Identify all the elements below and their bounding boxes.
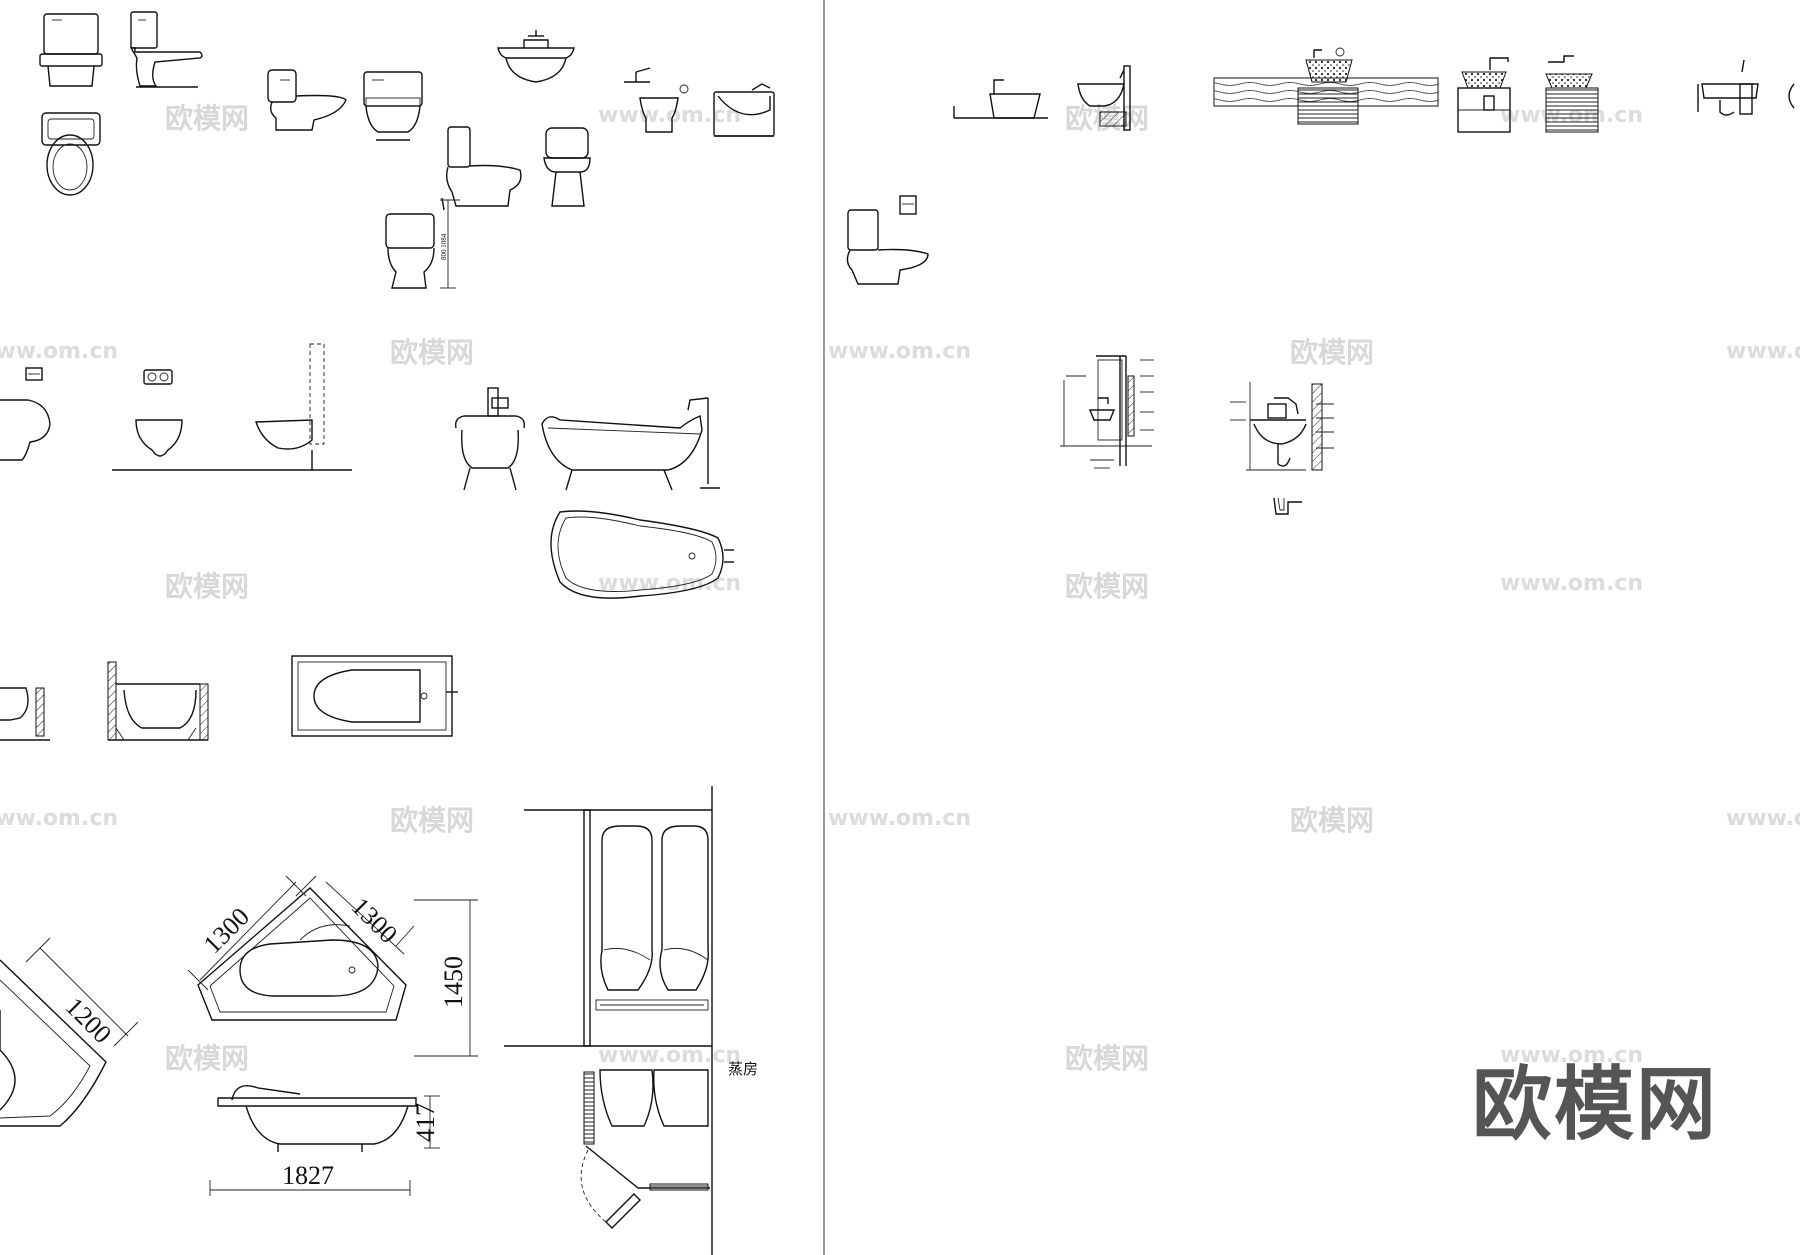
- watermark-brand: 欧模网: [1065, 1042, 1149, 1075]
- vessel-sink-wood-counter: [1213, 47, 1439, 125]
- dim-corner-tub-1200: 1200: [60, 992, 117, 1049]
- toilet-front-elevation: [39, 13, 103, 87]
- watermark-url: www.om.cn: [1726, 806, 1800, 831]
- watermark-brand: 欧模网: [1290, 804, 1374, 837]
- corner-tub-plan: 1300 1300 1450: [187, 875, 478, 1057]
- steam-room-plan: 蒸房: [504, 786, 758, 1255]
- toilet-partial-left: [0, 367, 51, 461]
- wall-sink-front: [497, 30, 575, 83]
- dim-tub-height-417: 417: [411, 1103, 440, 1142]
- watermark-url: www.om.cn: [0, 339, 118, 364]
- watermark-url: www.om.cn: [828, 339, 971, 364]
- dim-corner-tub-1450: 1450: [439, 956, 468, 1008]
- tub-side-elevation: 417 1827: [209, 1085, 440, 1196]
- wall-hung-toilet-side: [255, 343, 325, 470]
- clawfoot-tub-end-view: [454, 387, 526, 491]
- clawfoot-tub-side-view: [541, 397, 720, 491]
- watermark-url: www.om.cn: [0, 806, 118, 831]
- toilet-side-elevation-2: [267, 69, 347, 131]
- dim-tub-length-1827: 1827: [282, 1161, 334, 1190]
- toilet-front-elevation-2: [363, 71, 423, 141]
- dim-toilet-height: 800 1084: [440, 233, 448, 260]
- watermark-brand: 欧模网: [1065, 570, 1149, 603]
- vessel-sink-cabinet-2: [1545, 55, 1599, 133]
- tub-section-view: [107, 661, 209, 741]
- vessel-sink-on-counter: [953, 79, 1048, 119]
- watermark-url: www.om.cn: [1726, 339, 1800, 364]
- label-steam-room: 蒸房: [728, 1061, 758, 1078]
- rectangular-tub-plan: [291, 655, 458, 737]
- watermark-brand: 欧模网: [165, 1042, 249, 1075]
- close-coupled-toilet-side: [440, 126, 522, 211]
- clawfoot-tub-plan-view: [550, 510, 734, 599]
- wall-sink-side-right: [1697, 59, 1795, 116]
- tub-section-partial: [0, 687, 50, 741]
- corner-tub-partial: 1200: [0, 937, 139, 1127]
- wall-sink-side: [1077, 65, 1131, 131]
- small-bath-side: [713, 83, 775, 137]
- sink-detail-section-2: [1230, 382, 1334, 515]
- watermark-url: www.om.cn: [598, 1043, 741, 1068]
- watermark-url: www.om.cn: [828, 806, 971, 831]
- toilet-side-right-panel: [846, 195, 929, 285]
- watermark-url: www.om.cn: [598, 571, 741, 596]
- watermark-brand: 欧模网: [390, 336, 474, 369]
- toilet-plan-view: [41, 112, 101, 196]
- vessel-sink-cabinet: [1457, 57, 1511, 133]
- dim-corner-tub-1300-right: 1300: [346, 892, 403, 949]
- wall-hung-toilet-front: [112, 369, 352, 471]
- watermark-brand: 欧模网: [390, 804, 474, 837]
- watermark-layer: 欧模网 www.om.cn 欧模网 www.om.cn www.om.cn 欧模…: [0, 102, 1800, 1075]
- watermark-brand: 欧模网: [1290, 336, 1374, 369]
- watermark-url: www.om.cn: [598, 103, 741, 128]
- sink-detail-section-1: [1060, 355, 1154, 469]
- dim-corner-tub-1300-left: 1300: [198, 902, 255, 959]
- brand-logo-watermark: 欧模网: [1472, 1058, 1718, 1151]
- watermark-url: www.om.cn: [1500, 571, 1643, 596]
- toilet-with-height-dimension: 800 1084: [385, 199, 456, 289]
- pedestal-toilet-front: [543, 127, 591, 207]
- toilet-side-elevation: [129, 11, 203, 88]
- watermark-brand: 欧模网: [165, 570, 249, 603]
- bidet-front: [624, 67, 689, 133]
- watermark-url: www.om.cn: [1500, 1043, 1643, 1068]
- watermark-brand: 欧模网: [165, 102, 249, 135]
